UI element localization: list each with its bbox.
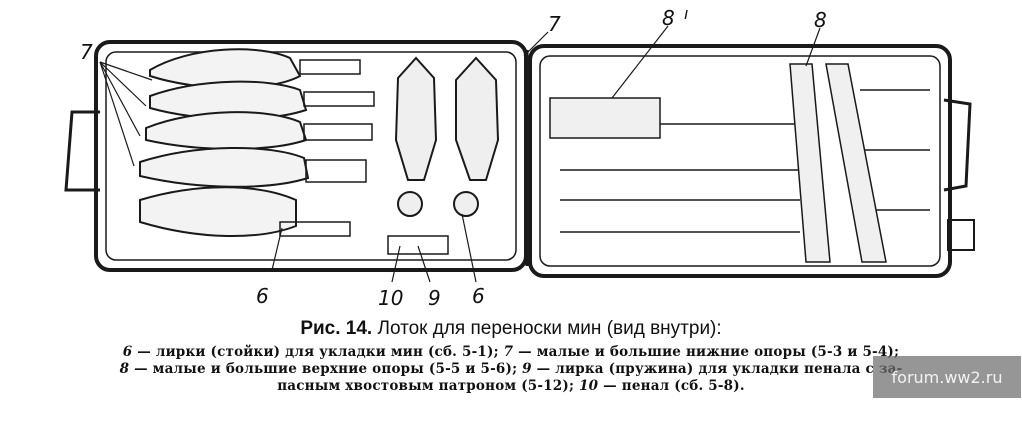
watermark-text: forum.ww2.ru: [891, 367, 1003, 387]
legend-text-10: — пенал (сб. 5-8).: [598, 378, 745, 394]
mine-5: [139, 186, 297, 238]
strap-1: [789, 63, 831, 263]
caption-title-text: Лоток для переноски мин (вид внутри):: [377, 318, 722, 339]
legend-text-9: — лирка (пружина) для укладки пенала с з…: [531, 361, 903, 377]
standing-mine-1: [394, 56, 438, 181]
caption-title: Рис. 14. Лоток для переноски мин (вид вн…: [0, 318, 1022, 340]
legend-num-8: 8: [119, 361, 130, 377]
callout-7-top: 7: [548, 12, 561, 36]
callout-8-tick: ı: [684, 4, 689, 23]
legend-text-9-cont: пасным хвостовым патроном (5-12);: [277, 378, 580, 394]
legend-num-9: 9: [522, 361, 532, 377]
mine-3: [145, 111, 308, 150]
tray-illustration: [64, 25, 975, 283]
caption-line-2: 8 — малые и большие верхние опоры (5-5 и…: [0, 361, 1022, 378]
callout-7-left: 7: [80, 40, 93, 64]
legend-num-7: 7: [503, 344, 514, 360]
callout-6-left: 6: [256, 284, 269, 308]
callout-8-right: 8: [814, 8, 827, 32]
right-handle: [943, 98, 972, 192]
right-tray-half: [528, 44, 952, 278]
legend-text-6: — лирки (стойки) для укладки мин (сб. 5-…: [132, 344, 504, 360]
mines: [139, 48, 310, 238]
pencil-case: [387, 235, 449, 255]
mine-4: [139, 147, 310, 188]
strap-2: [825, 63, 887, 263]
forum-watermark: forum.ww2.ru: [873, 356, 1021, 398]
caption-line-1: 6 — лирки (стойки) для укладки мин (сб. …: [0, 344, 1022, 361]
standing-mine-2: [455, 56, 500, 181]
callout-8-top: 8: [662, 6, 675, 30]
callout-6-bottom: 6: [472, 284, 485, 308]
callout-10: 10: [378, 286, 404, 310]
callout-9: 9: [428, 286, 441, 310]
legend-num-6: 6: [122, 344, 133, 360]
legend-text-8: — малые и большие верхние опоры (5-5 и 5…: [129, 361, 523, 377]
figure-caption: Рис. 14. Лоток для переноски мин (вид вн…: [0, 318, 1022, 395]
upper-supports: [549, 97, 661, 139]
latch: [947, 219, 975, 251]
caption-line-3: пасным хвостовым патроном (5-12); 10 — п…: [0, 378, 1022, 395]
caption-figure-number: Рис. 14.: [300, 318, 373, 339]
left-handle: [64, 110, 100, 192]
legend-num-10: 10: [579, 378, 599, 394]
legend-text-7: — малые и большие нижние опоры (5-3 и 5-…: [513, 344, 900, 360]
